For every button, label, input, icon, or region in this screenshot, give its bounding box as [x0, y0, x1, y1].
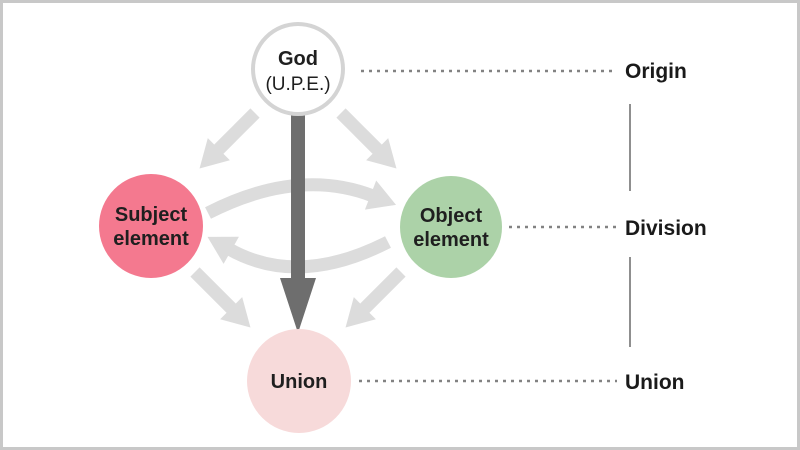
god-label: God — [278, 48, 318, 70]
node-god-circle — [253, 24, 343, 114]
subject-label-line2: element — [113, 228, 189, 250]
node-union-circle — [247, 329, 351, 433]
stage-label-division: Division — [625, 217, 707, 240]
node-subject-circle — [99, 174, 203, 278]
node-object-circle — [400, 176, 502, 278]
exchange-arrow-object-to-subject — [207, 236, 391, 274]
union-node-label: Union — [271, 371, 328, 393]
stage-label-union: Union — [625, 371, 684, 394]
node-god-circle-border — [251, 22, 345, 116]
god-sublabel: (U.P.E.) — [265, 74, 330, 95]
divine-principle-diagram: God (U.P.E.) Subject element Object elem… — [99, 22, 707, 433]
arrow-god-to-subject — [199, 108, 260, 169]
object-label-line1: Object — [420, 205, 483, 227]
arrow-god-to-object — [336, 108, 397, 169]
arrow-god-to-union-dark — [280, 113, 316, 333]
object-label-line2: element — [413, 229, 489, 251]
stage-label-origin: Origin — [625, 60, 687, 83]
arrow-subject-to-union — [190, 267, 251, 328]
exchange-arrow-subject-to-object — [205, 178, 397, 219]
subject-label-line1: Subject — [115, 204, 188, 226]
arrow-object-to-union — [345, 267, 406, 328]
